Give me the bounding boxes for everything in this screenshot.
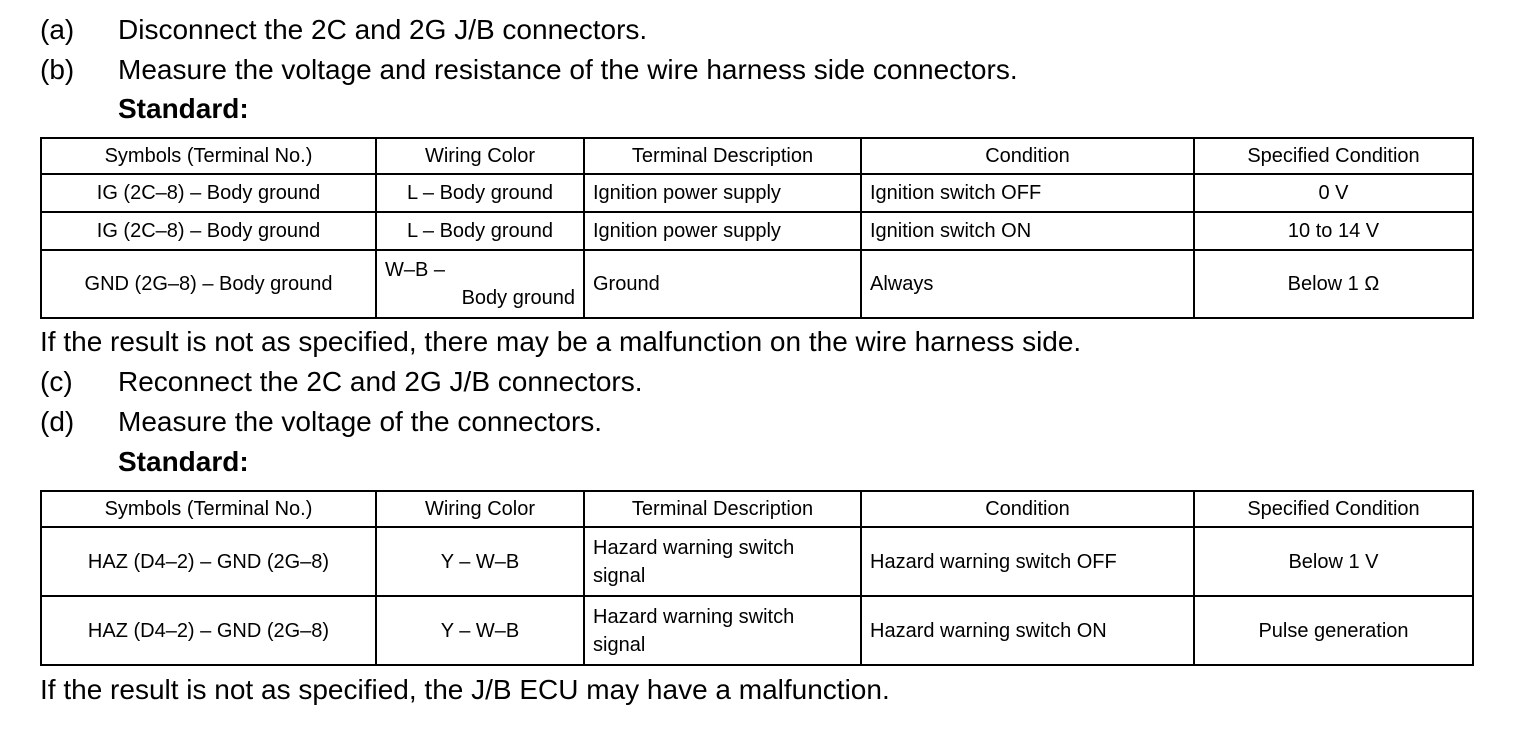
header-specified-condition: Specified Condition (1193, 490, 1474, 528)
step-d-label: (d) (40, 406, 75, 437)
cell-symbols: HAZ (D4–2) – GND (2G–8) (40, 595, 377, 666)
cell-condition: Ignition switch OFF (860, 173, 1195, 213)
cell-wiring-color: W–B – Body ground (375, 249, 585, 319)
header-terminal-description: Terminal Description (583, 137, 862, 175)
standard-label-2: Standard: (118, 446, 249, 477)
cell-specified-condition: Pulse generation (1193, 595, 1474, 666)
cell-terminal-description: Hazard warning switch signal (583, 595, 862, 666)
cell-condition: Hazard warning switch OFF (860, 526, 1195, 597)
cell-symbols: IG (2C–8) – Body ground (40, 211, 377, 251)
cell-condition: Ignition switch ON (860, 211, 1195, 251)
description-line-1: Hazard warning switch (593, 605, 795, 628)
description-line-2: signal (593, 564, 646, 587)
standard-label-1: Standard: (118, 93, 249, 124)
table-row: IG (2C–8) – Body ground L – Body ground … (40, 211, 1474, 251)
cell-specified-condition: 10 to 14 V (1193, 211, 1474, 251)
header-specified-condition: Specified Condition (1193, 137, 1474, 175)
cell-terminal-description: Hazard warning switch signal (583, 526, 862, 597)
header-wiring-color: Wiring Color (375, 490, 585, 528)
result-note-2: If the result is not as specified, the J… (40, 674, 890, 705)
header-wiring-color: Wiring Color (375, 137, 585, 175)
wiring-color-line-2: Body ground (461, 287, 575, 309)
cell-wiring-color: L – Body ground (375, 173, 585, 213)
cell-symbols: HAZ (D4–2) – GND (2G–8) (40, 526, 377, 597)
step-d-text: Measure the voltage of the connectors. (118, 406, 603, 437)
table-row: HAZ (D4–2) – GND (2G–8) Y – W–B Hazard w… (40, 595, 1474, 666)
step-a-label: (a) (40, 14, 75, 45)
cell-wiring-color: Y – W–B (375, 526, 585, 597)
cell-condition: Hazard warning switch ON (860, 595, 1195, 666)
standard-table-2: Symbols (Terminal No.) Wiring Color Term… (40, 490, 1474, 666)
header-terminal-description: Terminal Description (583, 490, 862, 528)
description-line-2: signal (593, 633, 646, 656)
step-b-label: (b) (40, 54, 75, 85)
table-row: IG (2C–8) – Body ground L – Body ground … (40, 173, 1474, 213)
table-header-row: Symbols (Terminal No.) Wiring Color Term… (40, 137, 1474, 175)
cell-symbols: IG (2C–8) – Body ground (40, 173, 377, 213)
cell-wiring-color: Y – W–B (375, 595, 585, 666)
cell-terminal-description: Ignition power supply (583, 211, 862, 251)
header-symbols: Symbols (Terminal No.) (40, 137, 377, 175)
header-symbols: Symbols (Terminal No.) (40, 490, 377, 528)
wiring-color-line-1: W–B – (385, 259, 446, 281)
step-c-label: (c) (40, 366, 73, 397)
table-row: GND (2G–8) – Body ground W–B – Body grou… (40, 249, 1474, 319)
table-header-row: Symbols (Terminal No.) Wiring Color Term… (40, 490, 1474, 528)
step-b-text: Measure the voltage and resistance of th… (118, 54, 1018, 85)
standard-table-1: Symbols (Terminal No.) Wiring Color Term… (40, 137, 1474, 319)
cell-condition: Always (860, 249, 1195, 319)
cell-terminal-description: Ignition power supply (583, 173, 862, 213)
step-a-text: Disconnect the 2C and 2G J/B connectors. (118, 14, 648, 45)
cell-specified-condition: Below 1 V (1193, 526, 1474, 597)
cell-wiring-color: L – Body ground (375, 211, 585, 251)
step-c-text: Reconnect the 2C and 2G J/B connectors. (118, 366, 643, 397)
cell-symbols: GND (2G–8) – Body ground (40, 249, 377, 319)
result-note-1: If the result is not as specified, there… (40, 326, 1082, 357)
table-row: HAZ (D4–2) – GND (2G–8) Y – W–B Hazard w… (40, 526, 1474, 597)
cell-specified-condition: 0 V (1193, 173, 1474, 213)
description-line-1: Hazard warning switch (593, 536, 795, 559)
header-condition: Condition (860, 490, 1195, 528)
header-condition: Condition (860, 137, 1195, 175)
cell-terminal-description: Ground (583, 249, 862, 319)
cell-specified-condition: Below 1 Ω (1193, 249, 1474, 319)
